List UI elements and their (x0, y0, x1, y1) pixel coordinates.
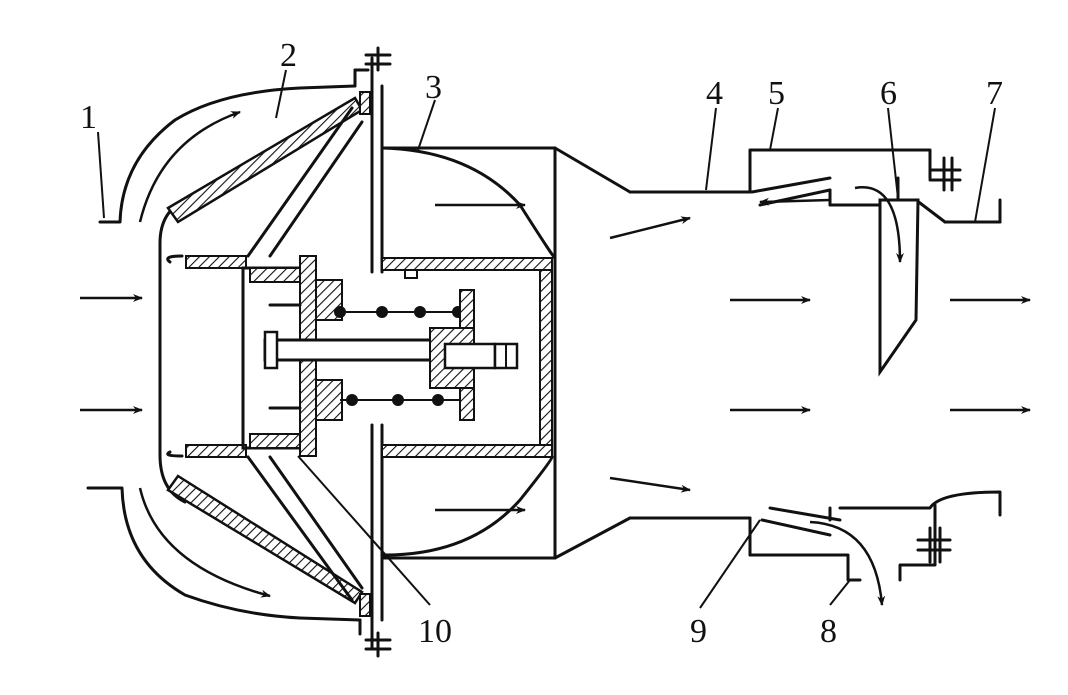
label-6: 6 (880, 75, 897, 112)
label-9: 9 (690, 613, 707, 650)
separation-chamber (380, 146, 557, 560)
label-2: 2 (280, 37, 297, 74)
leader-lines (97, 69, 996, 609)
label-4: 4 (706, 75, 723, 112)
collector-top (748, 148, 1002, 224)
bearing-housing (241, 255, 447, 457)
label-7: 7 (986, 75, 1003, 112)
label-3: 3 (425, 69, 442, 106)
label-1: 1 (80, 99, 97, 136)
collector-bottom (748, 490, 1002, 582)
label-8: 8 (820, 613, 837, 650)
flow-arrows (80, 110, 1031, 606)
label-5: 5 (768, 75, 785, 112)
damper-plate (878, 176, 920, 377)
label-10: 10 (418, 613, 452, 650)
outlet-pipe (553, 146, 752, 560)
cone-shell (166, 96, 364, 605)
inlet-pipe (86, 68, 370, 636)
spring-box (334, 257, 553, 458)
